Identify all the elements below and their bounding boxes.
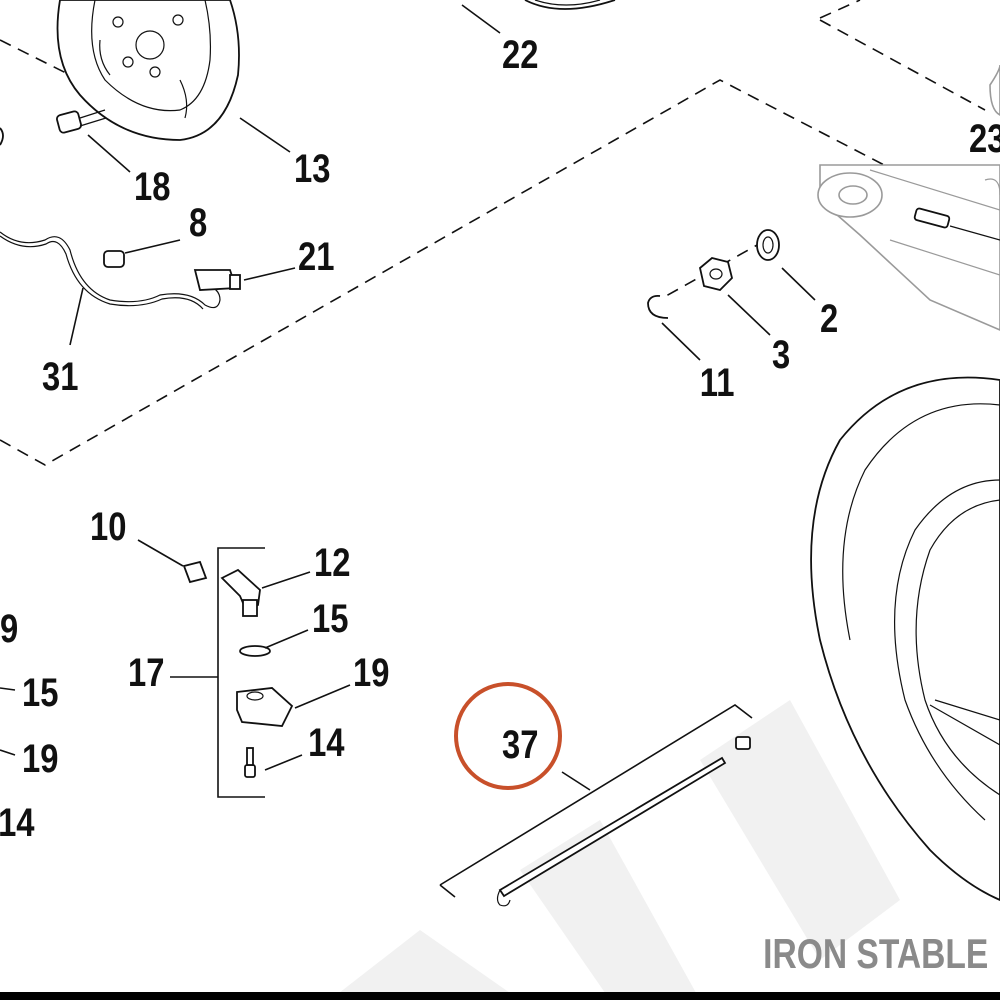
tpms-bracket [170,547,265,798]
callout-19: 19 [353,650,389,695]
callout-3: 3 [772,332,790,377]
callout-15-left: 15 [22,670,58,715]
callout-18: 18 [134,164,170,209]
sensor-harness [0,127,241,310]
brake-rotor [56,0,240,141]
brand-watermark: IRON STABLE [763,932,988,978]
callout-11: 11 [700,360,735,405]
callout-13: 13 [294,146,330,191]
callout-21: 21 [298,234,334,279]
callout-12: 12 [314,540,350,585]
callout-14: 14 [308,720,345,765]
callout-17: 17 [128,650,164,695]
callout-14-left: 14 [0,800,35,845]
bottom-border [0,992,1000,1000]
spoke [439,704,753,907]
rotor-bolt [56,109,107,134]
callout-19-left: 19 [22,736,58,781]
callout-10: 10 [90,504,126,549]
leader-lines [0,4,816,791]
sensor-screw [244,747,256,778]
callout-2: 2 [820,296,838,341]
callout-15: 15 [312,596,348,641]
watermark-shapes [330,700,900,1000]
tpms-sensor [236,687,294,727]
callout-9-left: 9 [0,606,18,651]
highlight-circle [454,682,562,790]
callouts: 22 23 13 18 8 21 31 2 3 11 10 12 15 17 1… [0,32,1000,845]
callout-37: 37 [502,722,538,767]
valve-stem [220,568,261,617]
swingarm [817,64,1000,331]
callout-22: 22 [502,32,538,77]
o-ring [239,645,271,657]
rear-tire [810,376,1000,901]
highlighted-callout-37: 37 [454,682,562,790]
callout-23: 23 [969,116,1000,161]
valve-cap [182,560,208,584]
callout-31: 31 [42,354,78,399]
hub-part [524,0,616,10]
callout-8: 8 [189,200,207,245]
axle-hardware [647,229,780,319]
axle-bolt [913,207,1000,241]
